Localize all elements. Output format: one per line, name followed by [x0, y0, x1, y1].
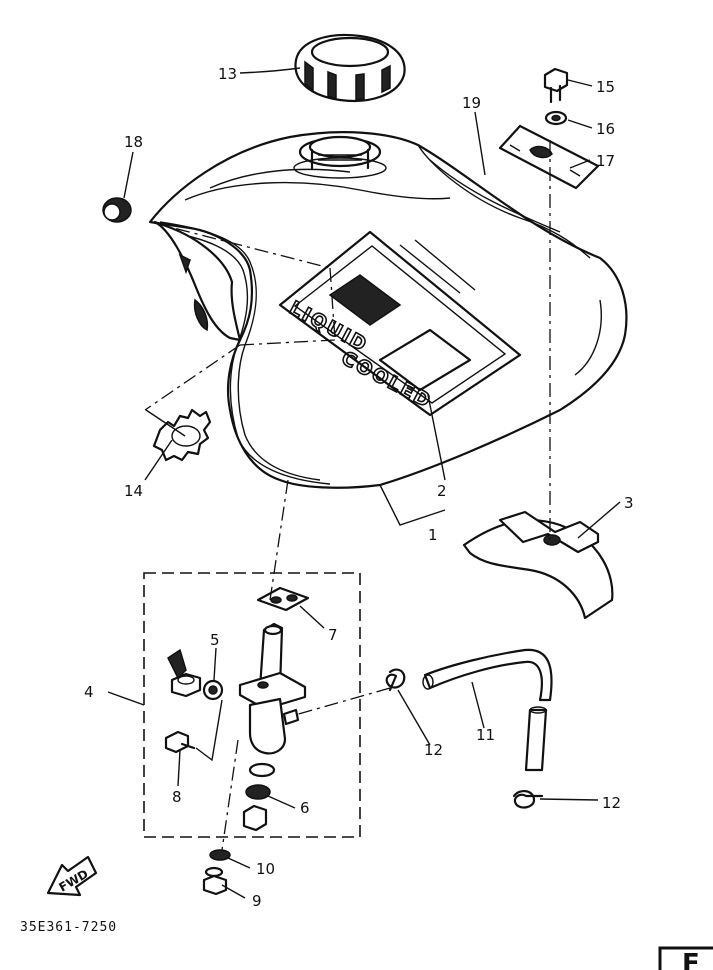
tank-mount-bracket — [462, 510, 614, 620]
callout-9: 9 — [252, 892, 262, 910]
callout-3: 3 — [624, 494, 634, 512]
callout-1: 1 — [428, 526, 438, 544]
hose-clip-lower — [512, 790, 544, 809]
drawing-code: 35E361-7250 — [20, 920, 117, 935]
callout-19: 19 — [462, 94, 481, 112]
hose-clip-upper — [385, 668, 406, 692]
fuel-hose — [422, 648, 553, 772]
washer-16 — [544, 110, 568, 126]
callout-15: 15 — [596, 78, 615, 96]
callout-14: 14 — [124, 482, 143, 500]
callout-2: 2 — [437, 482, 447, 500]
callout-17: 17 — [596, 152, 615, 170]
strainer-6 — [242, 762, 276, 832]
damper-grommet — [102, 197, 132, 223]
bracket-17 — [498, 124, 600, 190]
gear-cap-14 — [152, 408, 212, 462]
callout-labels: 1 2 3 4 5 6 7 8 9 10 11 12 12 13 14 15 1… — [84, 65, 634, 910]
filler-neck — [293, 135, 387, 179]
bolt-15 — [543, 67, 569, 104]
callout-5: 5 — [210, 631, 220, 649]
callout-12-upper: 12 — [424, 741, 443, 759]
washer-10 — [209, 849, 231, 861]
corner-mark-letter: F — [682, 949, 700, 970]
callout-8: 8 — [172, 788, 182, 806]
bolt-9 — [202, 866, 228, 896]
callout-13: 13 — [218, 65, 237, 83]
fuel-cock — [238, 622, 307, 755]
callout-16: 16 — [596, 120, 615, 138]
leader-lines — [107, 67, 621, 899]
forward-direction-arrow: FWD — [46, 855, 98, 897]
corner-page-mark: F — [658, 946, 713, 970]
callout-12-lower: 12 — [602, 794, 621, 812]
callout-6: 6 — [300, 799, 310, 817]
screw-8 — [164, 730, 196, 754]
fuel-cap — [294, 33, 406, 102]
callout-4: 4 — [84, 683, 94, 701]
callout-7: 7 — [328, 626, 338, 644]
callout-11: 11 — [476, 726, 495, 744]
callout-10: 10 — [256, 860, 275, 878]
lever-knob — [167, 648, 202, 698]
o-ring-5 — [202, 679, 224, 701]
assembly-center-lines — [144, 140, 551, 851]
callout-18: 18 — [124, 133, 143, 151]
